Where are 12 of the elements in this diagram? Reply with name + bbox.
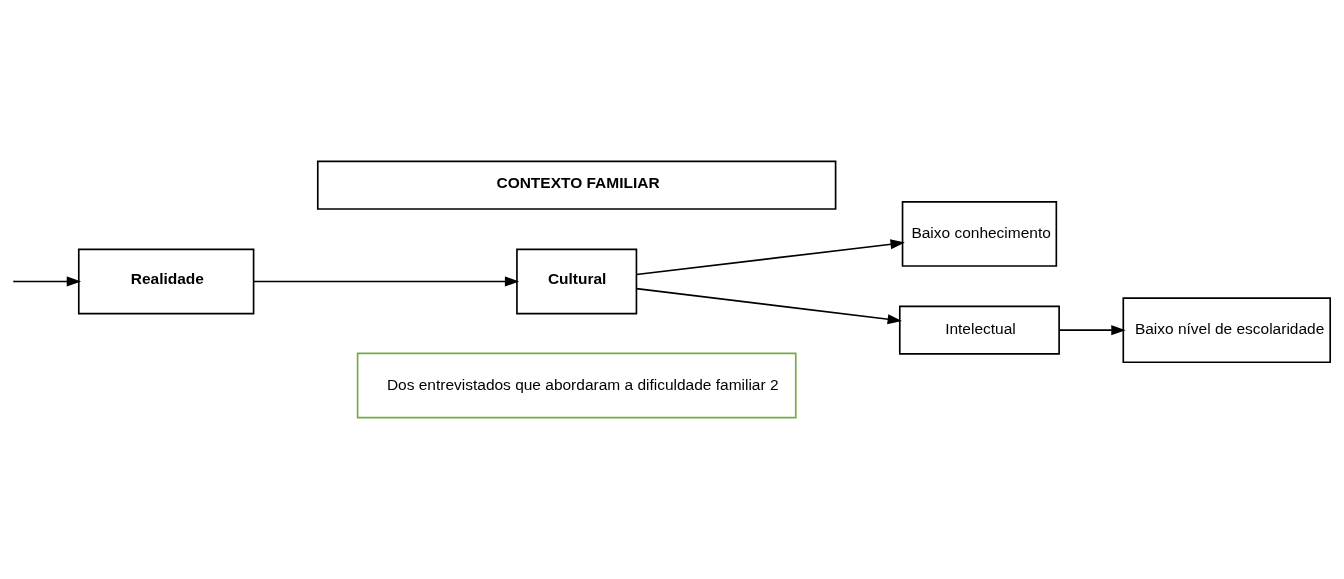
arrow — [253, 276, 520, 287]
node-box: Dos entrevistados que abordaram a dificuldade familiar 2 — [356, 352, 797, 419]
node-box: CONTEXTO FAMILIAR — [316, 160, 837, 210]
node-box: Baixo conhecimento — [901, 201, 1058, 267]
arrow — [1058, 325, 1126, 336]
arrow — [635, 239, 905, 276]
node-box: Cultural — [516, 248, 638, 315]
node-box: Intelectual — [898, 305, 1060, 355]
node-box: Realidade — [77, 248, 255, 315]
node-box: Baixo nível de escolaridade — [1122, 297, 1332, 364]
arrow — [13, 276, 82, 287]
arrow — [635, 287, 902, 325]
